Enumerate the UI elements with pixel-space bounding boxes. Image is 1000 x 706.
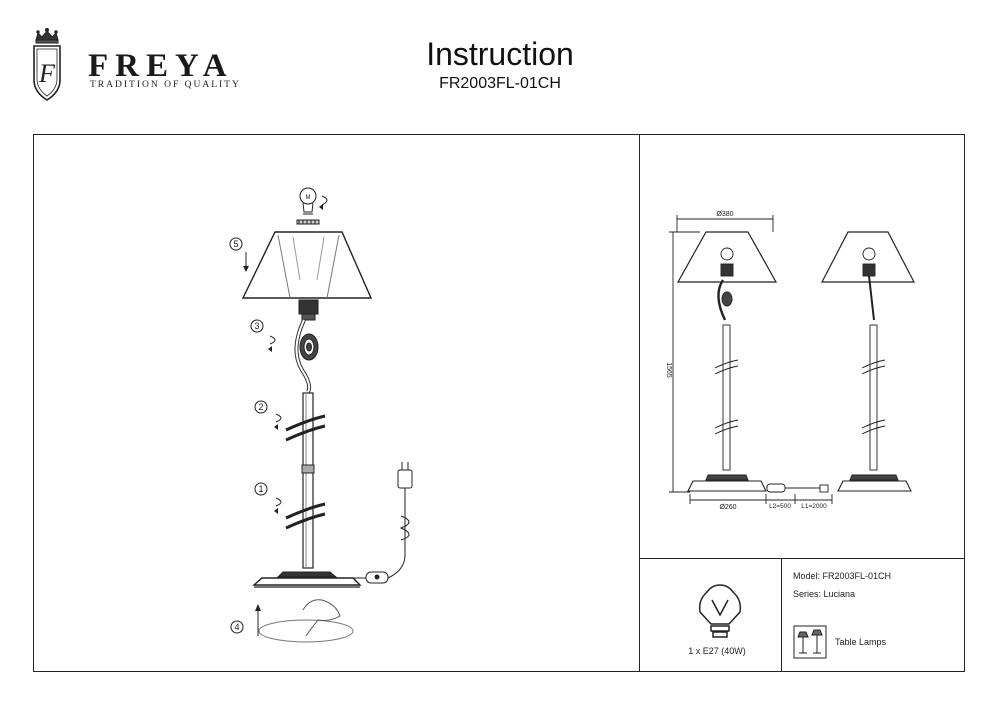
spec-model: Model: FR2003FL-01CH: [793, 571, 892, 581]
assembly-bulb-icon: M: [299, 187, 328, 215]
step-3-label: 3: [254, 321, 259, 331]
dim-height: 1565: [665, 362, 672, 378]
step-2-label: 2: [258, 402, 263, 412]
dim-cord-l1: L1=2000: [801, 503, 827, 510]
drawing-frame: [33, 134, 965, 672]
step-5-label: 5: [233, 239, 238, 249]
dim-shade-diameter: Ø380: [716, 211, 733, 218]
brand-name: FREYA: [88, 48, 234, 84]
logo-monogram: F: [38, 59, 56, 88]
divider-horizontal: [639, 558, 965, 559]
model-code: FR2003FL-01CH: [439, 75, 561, 92]
light-bulb-icon: [698, 584, 742, 638]
dim-cord-l2: L2=500: [769, 503, 791, 510]
svg-text:M: M: [306, 195, 311, 201]
bulb-spec: 1 x E27 (40W): [688, 646, 746, 656]
step-1-label: 1: [258, 484, 263, 494]
page-title: Instruction: [426, 36, 574, 72]
dimension-drawing: [669, 215, 915, 504]
table-lamps-icon: [793, 625, 827, 659]
brand-tagline: TRADITION OF QUALITY: [90, 80, 241, 90]
divider-vertical: [639, 134, 640, 672]
spec-category: Table Lamps: [835, 637, 887, 647]
step-4-label: 4: [234, 622, 239, 632]
brand-logo-icon: F: [33, 28, 61, 101]
spec-series: Series: Luciana: [793, 589, 856, 599]
dim-base-diameter: Ø260: [719, 504, 736, 511]
divider-info: [781, 558, 782, 672]
